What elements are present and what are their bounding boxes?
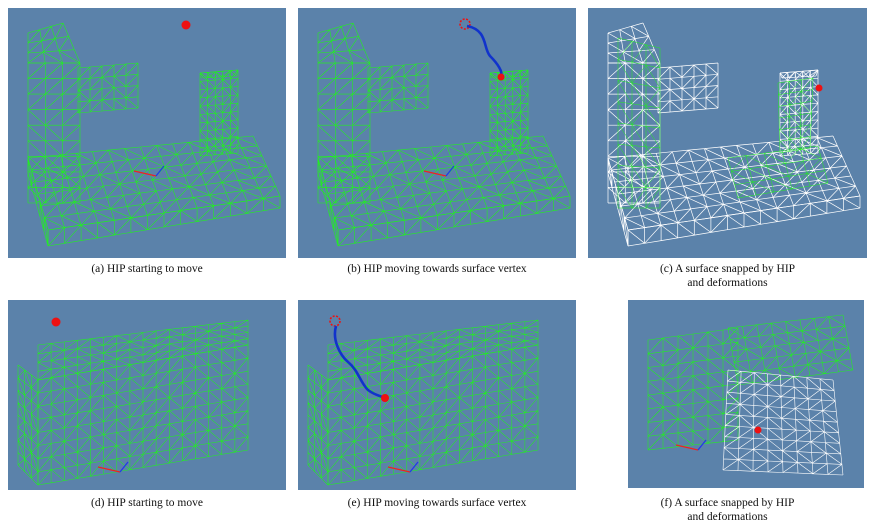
hip-path: [333, 325, 385, 400]
panel-b: [298, 8, 576, 258]
axis-indicator: [697, 439, 707, 451]
caption-d-text: (d) HIP starting to move: [90, 497, 203, 509]
mesh-wireframe: [327, 344, 539, 486]
caption-f-text: (f) A surface snapped by HIP: [660, 497, 795, 509]
mesh-wireframe: [37, 319, 249, 381]
mesh-wireframe: [317, 135, 571, 231]
hip-point: [815, 84, 823, 92]
mesh-wireframe: [199, 69, 239, 79]
mesh-wireframe: [47, 195, 281, 247]
caption-a: (a) HIP starting to move: [8, 262, 286, 276]
mesh-box-d: [17, 317, 249, 486]
mesh-wireframe: [27, 135, 281, 231]
mesh-wireframe: [617, 37, 661, 209]
mesh-wireframe: [337, 195, 571, 247]
hip-path: [466, 24, 503, 77]
caption-f-text-2: and deformations: [687, 511, 768, 523]
hip-point: [381, 394, 389, 402]
panel-c: [588, 8, 867, 258]
hip-point: [754, 426, 762, 434]
mesh-wireframe: [627, 195, 861, 247]
hip-start-marker: [459, 18, 471, 30]
panel-f: [628, 300, 864, 488]
mesh-wireframe: [317, 22, 371, 64]
mesh-wireframe: [779, 69, 819, 79]
caption-c-text: (c) A surface snapped by HIP: [659, 263, 796, 275]
mesh-wireframe: [17, 364, 39, 486]
panel-d: [8, 300, 286, 490]
axis-indicator: [155, 165, 165, 177]
mesh-wireframe: [777, 77, 814, 154]
mesh-wireframe: [727, 314, 854, 386]
hip-point: [181, 20, 191, 30]
caption-f: (f) A surface snapped by HIP and deforma…: [588, 496, 867, 524]
caption-b-text: (b) HIP moving towards surface vertex: [347, 263, 527, 275]
caption-d: (d) HIP starting to move: [8, 496, 286, 510]
mesh-wireframe: [307, 364, 329, 486]
mesh-l-shape-b: [317, 18, 571, 247]
axis-indicator: [387, 466, 411, 473]
mesh-wireframe: [607, 22, 661, 64]
mesh-wireframe: [37, 344, 249, 486]
axis-indicator: [133, 170, 157, 177]
mesh-box-e: [307, 315, 539, 486]
hip-point: [51, 317, 61, 327]
panel-e: [298, 300, 576, 490]
hip-point: [497, 73, 505, 81]
axis-indicator: [119, 461, 129, 473]
hip-start-marker: [329, 315, 341, 327]
caption-a-text: (a) HIP starting to move: [91, 263, 203, 275]
mesh-wireframe: [647, 327, 739, 451]
mesh-l-shape-deformed-c: [607, 22, 861, 247]
caption-b: (b) HIP moving towards surface vertex: [298, 262, 576, 276]
panel-a: [8, 8, 286, 258]
mesh-wireframe: [722, 369, 844, 476]
caption-e: (e) HIP moving towards surface vertex: [298, 496, 576, 510]
axis-indicator: [409, 461, 419, 473]
mesh-wireframe: [27, 22, 81, 64]
mesh-wireframe: [727, 145, 829, 199]
caption-c: (c) A surface snapped by HIP and deforma…: [588, 262, 867, 290]
mesh-wireframe: [77, 62, 139, 114]
mesh-wireframe: [327, 319, 539, 381]
mesh-box-deformed-f: [647, 314, 854, 476]
mesh-l-shape-a: [27, 20, 281, 247]
mesh-wireframe: [657, 62, 719, 114]
axis-indicator: [97, 466, 121, 473]
axis-indicator: [423, 170, 447, 177]
caption-c-text-2: and deformations: [687, 277, 768, 289]
caption-e-text: (e) HIP moving towards surface vertex: [347, 497, 527, 509]
axis-indicator: [675, 444, 699, 451]
axis-indicator: [445, 165, 455, 177]
mesh-wireframe: [367, 62, 429, 114]
